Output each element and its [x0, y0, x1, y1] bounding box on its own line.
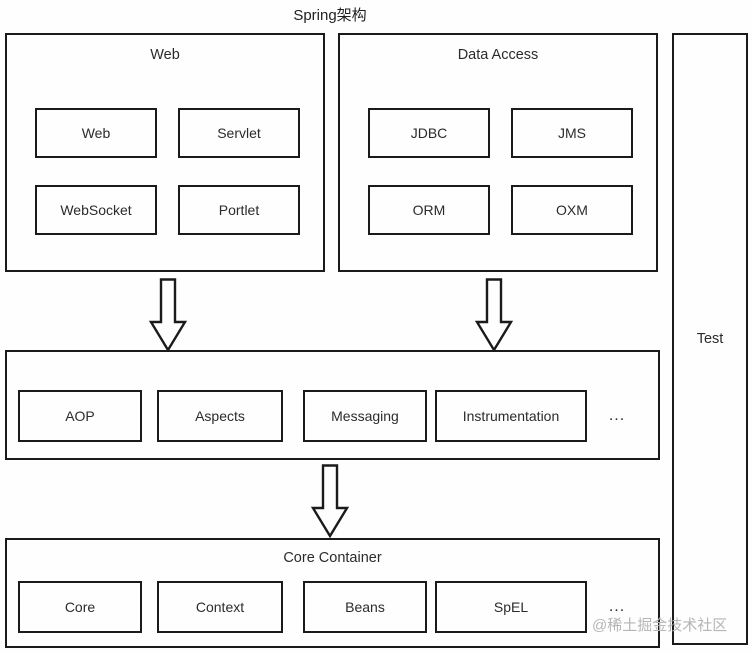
- instrumentation-box: Instrumentation: [435, 390, 587, 442]
- down-arrow-icon: [310, 464, 350, 538]
- messaging-box: Messaging: [303, 390, 427, 442]
- beans-box: Beans: [303, 581, 427, 633]
- watermark-text: @稀土掘金技术社区: [592, 617, 728, 634]
- spel-box: SpEL: [435, 581, 587, 633]
- aspects-box: Aspects: [157, 390, 283, 442]
- websocket-box: WebSocket: [35, 185, 157, 235]
- middle-ellipsis: ...: [608, 407, 626, 424]
- web-panel-label: Web: [150, 47, 180, 63]
- jms-box: JMS: [511, 108, 633, 158]
- jdbc-box: JDBC: [368, 108, 490, 158]
- diagram-title: Spring架构: [293, 7, 367, 24]
- core-box: Core: [18, 581, 142, 633]
- orm-box: ORM: [368, 185, 490, 235]
- down-arrow-icon: [148, 278, 188, 352]
- context-box: Context: [157, 581, 283, 633]
- data-access-panel-label: Data Access: [457, 47, 539, 63]
- servlet-box: Servlet: [178, 108, 300, 158]
- test-panel-label: Test: [696, 331, 724, 347]
- web-module-panel: Web Web Servlet WebSocket Portlet: [5, 33, 325, 272]
- middleware-panel: AOP Aspects Messaging Instrumentation ..…: [5, 350, 660, 460]
- core-ellipsis: ...: [608, 598, 626, 615]
- portlet-box: Portlet: [178, 185, 300, 235]
- down-arrow-icon: [474, 278, 514, 352]
- web-box: Web: [35, 108, 157, 158]
- core-container-label: Core Container: [283, 550, 382, 566]
- data-access-module-panel: Data Access JDBC JMS ORM OXM: [338, 33, 658, 272]
- test-module-panel: Test: [672, 33, 748, 645]
- aop-box: AOP: [18, 390, 142, 442]
- oxm-box: OXM: [511, 185, 633, 235]
- core-container-panel: Core Container Core Context Beans SpEL .…: [5, 538, 660, 648]
